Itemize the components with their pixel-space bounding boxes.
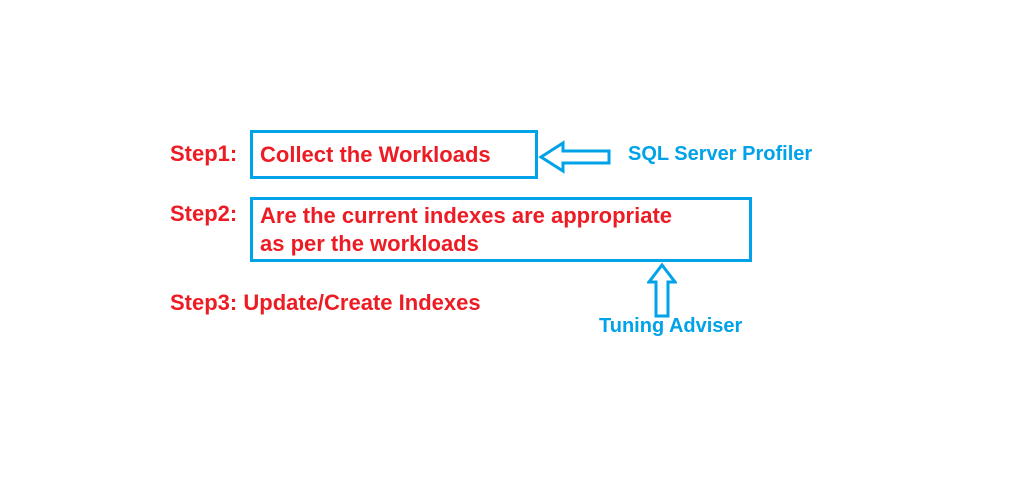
step3-line: Step3: Update/Create Indexes: [170, 290, 481, 316]
step1-box-text: Collect the Workloads: [260, 142, 491, 167]
step1-box: Collect the Workloads: [250, 130, 538, 179]
step2-label: Step2:: [170, 201, 238, 226]
profiler-annotation-label: SQL Server Profiler: [628, 143, 813, 165]
step3-label: Step3:: [170, 290, 238, 315]
up-arrow-icon: [647, 262, 677, 318]
step3-text: Update/Create Indexes: [243, 290, 481, 315]
tuning-annotation-label: Tuning Adviser: [599, 315, 743, 337]
step2-box-text-line2: as per the workloads: [260, 231, 479, 256]
step2-box-text-line1: Are the current indexes are appropriate: [260, 203, 673, 228]
step1-label: Step1:: [170, 141, 238, 166]
left-arrow-icon: [538, 140, 611, 174]
step2-box: Are the current indexes are appropriate …: [250, 197, 752, 262]
